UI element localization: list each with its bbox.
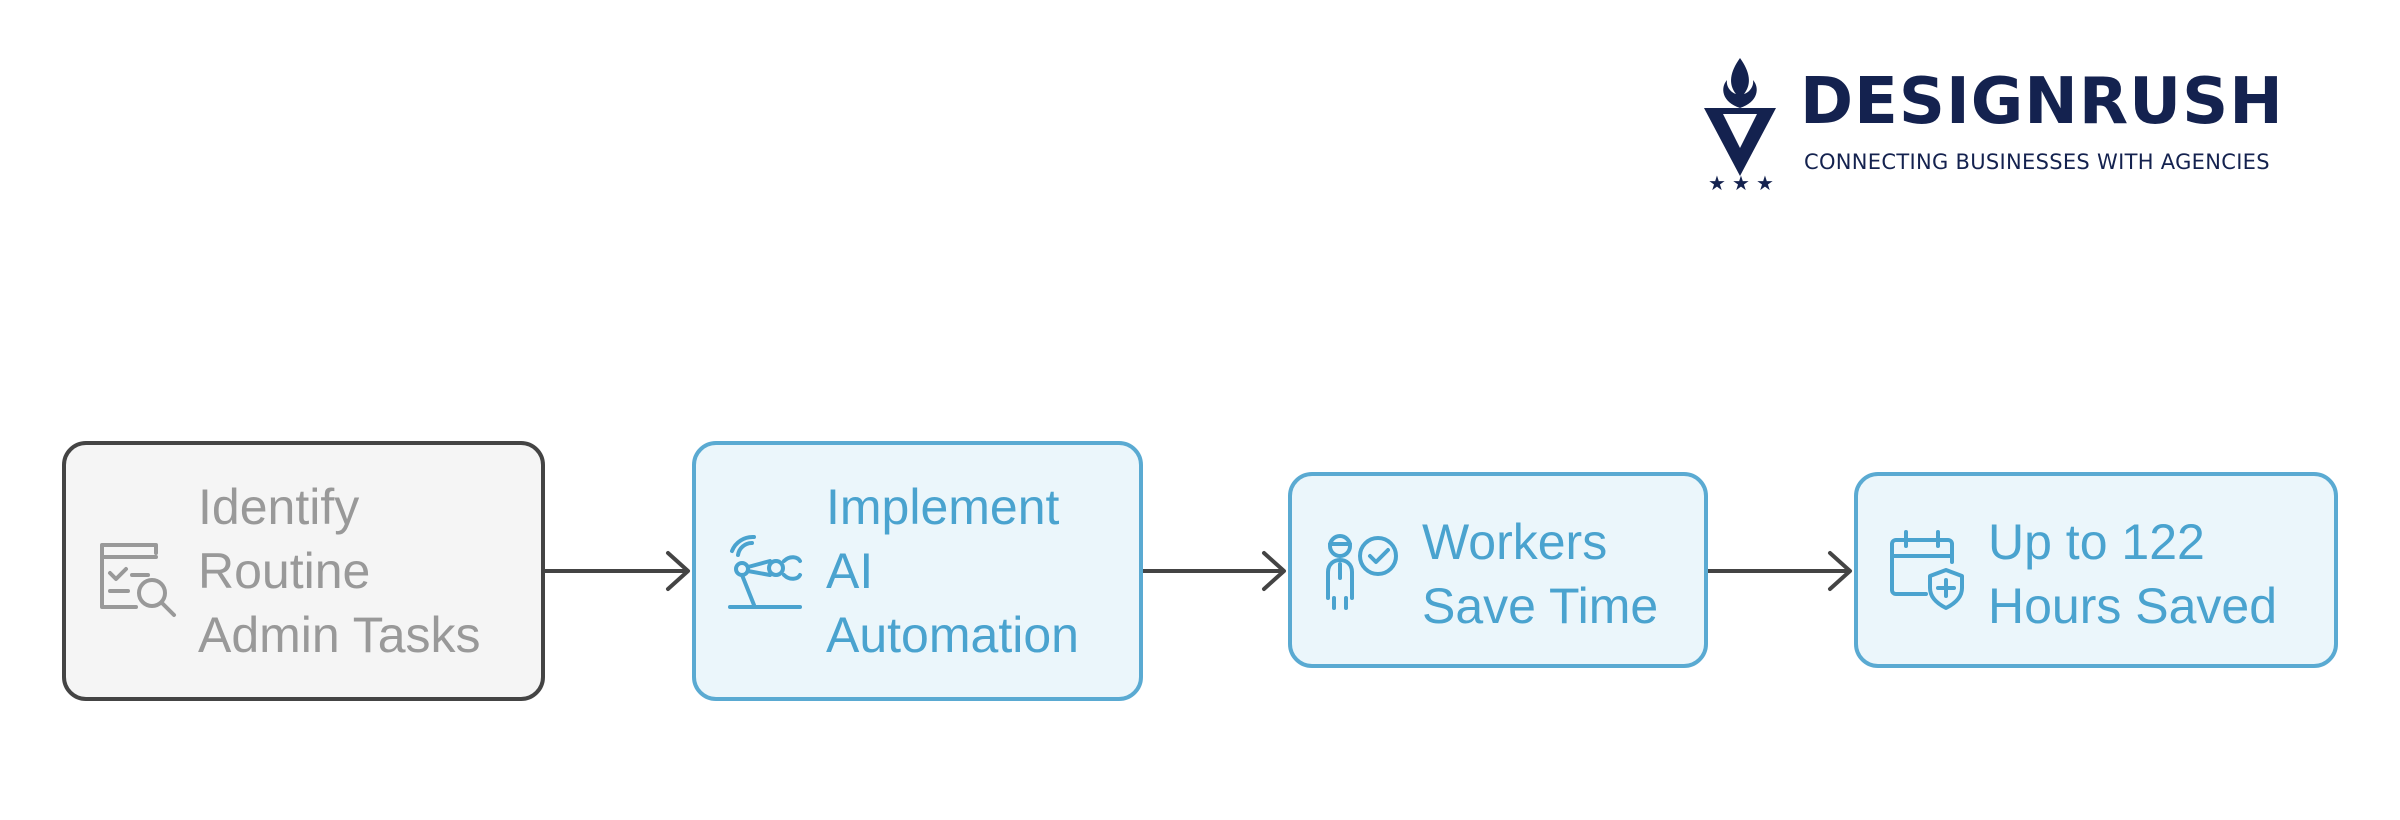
step-label: Identify Routine Admin Tasks	[198, 479, 481, 663]
svg-text:★: ★	[1708, 171, 1726, 192]
step-hours-saved: Up to 122 Hours Saved	[1854, 472, 2338, 668]
step-label: Implement AI Automation	[826, 479, 1079, 663]
calendar-shield-icon	[1890, 530, 1964, 610]
robot-arm-icon	[728, 534, 802, 609]
svg-text:★: ★	[1732, 171, 1750, 192]
logo-name: DESIGNRUSH	[1800, 65, 2284, 139]
arrow-1	[541, 551, 690, 591]
step-implement-automation: Implement AI Automation	[692, 441, 1143, 701]
arrow-2	[1140, 551, 1286, 591]
svg-text:★: ★	[1756, 171, 1774, 192]
designrush-logo: ★ ★ ★ DESIGNRUSH CONNECTING BUSINESSES W…	[1700, 52, 2340, 192]
logo-tagline: CONNECTING BUSINESSES WITH AGENCIES	[1804, 150, 2270, 174]
step-workers-save-time: Workers Save Time	[1288, 472, 1708, 668]
step-label: Up to 122 Hours Saved	[1988, 514, 2278, 634]
worker-check-icon	[1326, 534, 1398, 610]
designrush-emblem-icon: ★ ★ ★	[1704, 58, 1776, 192]
step-identify-tasks: Identify Routine Admin Tasks	[62, 441, 545, 701]
arrow-3	[1705, 551, 1852, 591]
checklist-magnifier-icon	[100, 543, 176, 617]
step-label: Workers Save Time	[1422, 514, 1659, 634]
